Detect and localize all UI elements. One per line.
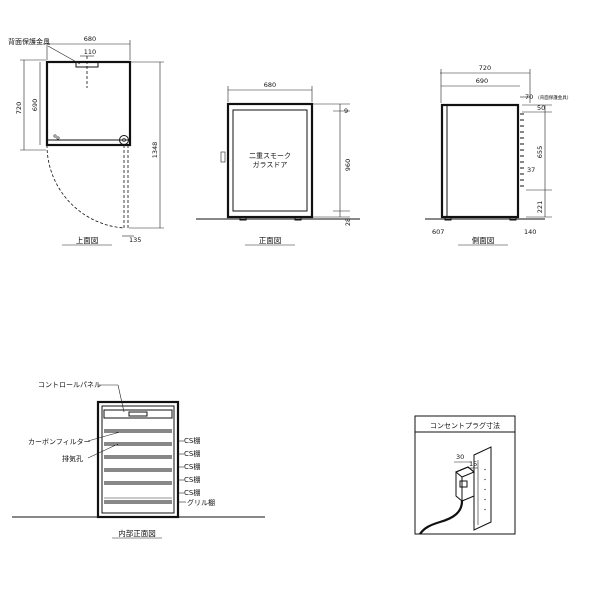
foot-left: [239, 216, 247, 221]
front-cabinet: [226, 102, 314, 219]
control-display: [128, 411, 148, 417]
wall-plate-tick: [483, 478, 487, 481]
top-guard-dim: 110: [84, 48, 96, 56]
callout-leader: [47, 45, 81, 65]
hinge-pin-icon: [122, 138, 126, 142]
top-depth-inner-dim: 690: [31, 99, 39, 111]
top-view-cabinet: [45, 60, 132, 147]
carbon-filter-label: カーボンフィルター: [28, 437, 91, 446]
cs-shelf-label: CS棚: [184, 449, 200, 458]
plug-body: [455, 466, 475, 502]
side-foot-right-dim: 140: [524, 228, 536, 236]
side-view: 720 690 70 (背面保護金具) 50 655 37 221 607 14…: [425, 64, 569, 246]
top-view: 680 110 背面保護金具 720 690 1348 135 上面図: [8, 35, 164, 246]
side-guard-dim: 70: [525, 93, 533, 101]
foot-left: [444, 216, 452, 221]
wall-plate: [473, 446, 492, 531]
front-height-dim: 960: [344, 159, 352, 171]
top-depth-outer-dim: 720: [15, 102, 23, 114]
exhaust-label: 排気孔: [62, 454, 83, 463]
callout-leader: [87, 443, 119, 459]
top-width-dim: 680: [84, 35, 96, 43]
glass-door: [232, 109, 308, 212]
plug-detail-frame: [414, 415, 516, 535]
interior-cabinet: [96, 400, 180, 519]
wall-plate-tick: [483, 488, 487, 491]
front-bottom-dim: 28: [344, 218, 352, 226]
handle-dot-icon: [56, 136, 60, 140]
handle-dot-icon: [53, 134, 57, 138]
front-top-dim: 9: [344, 107, 348, 115]
plug-detail-title: コンセントプラグ寸法: [430, 421, 500, 430]
door-label-line1: 二重スモーク: [249, 152, 291, 160]
door-swing-dim: 1348: [151, 142, 159, 159]
plug-socket: [459, 480, 468, 488]
plug-top-face: [455, 466, 475, 478]
foot-right: [294, 216, 302, 221]
side-depth-outer-dim: 720: [479, 64, 491, 72]
door-handle: [220, 151, 226, 163]
grill-shelf-label: グリル棚: [187, 498, 215, 507]
cs-shelf-label: CS棚: [184, 488, 200, 497]
wall-plate-tick: [483, 498, 487, 501]
door-label-line2: ガラスドア: [253, 160, 288, 169]
front-width-dim: 680: [264, 81, 276, 89]
side-foot-left-dim: 607: [432, 228, 444, 236]
hinge-icon: [119, 135, 129, 145]
top-view-caption: 上面図: [76, 236, 99, 245]
callout-leader: [87, 431, 121, 442]
front-view: 二重スモーク ガラスドア 680 9 960 28 正面図: [196, 81, 360, 246]
interior-view: コントロールパネル カーボンフィルター 排気孔 CS棚 CS棚 CS棚 CS棚 …: [12, 381, 265, 539]
side-cabinet: [440, 103, 520, 219]
control-panel-label: コントロールパネル: [38, 381, 101, 389]
interior-view-caption: 内部正面図: [118, 528, 156, 538]
back-guard-callout: 背面保護金具: [8, 37, 50, 46]
side-guard-note: (背面保護金具): [538, 94, 569, 101]
cs-shelf-label: CS棚: [184, 436, 200, 445]
side-depth-inner-dim: 690: [476, 77, 488, 85]
door-swing-arc: [46, 144, 125, 229]
side-view-caption: 側面図: [472, 235, 495, 245]
interior-frame: [101, 405, 175, 514]
foot-right: [509, 216, 517, 221]
side-vent-dim: 655: [536, 146, 544, 158]
top-offset-dim: 135: [129, 236, 141, 244]
cs-shelf-label: CS棚: [184, 462, 200, 471]
wall-plate-tick: [483, 468, 487, 471]
side-low-dim: 221: [536, 201, 544, 213]
front-view-caption: 正面図: [259, 236, 282, 245]
side-top-dim: 50: [537, 104, 545, 112]
plug-detail: コンセントプラグ寸法 30 15: [414, 415, 516, 535]
plug-dim-b: 15: [469, 460, 477, 468]
callout-leader: [117, 384, 125, 413]
cs-shelf-label: CS棚: [184, 475, 200, 484]
wall-plate-tick: [483, 508, 487, 511]
control-panel: [103, 409, 173, 419]
plug-dim-a: 30: [456, 453, 464, 461]
plug-cable: [419, 500, 464, 535]
rear-vents: [520, 113, 524, 187]
side-gap-dim: 37: [527, 166, 535, 174]
